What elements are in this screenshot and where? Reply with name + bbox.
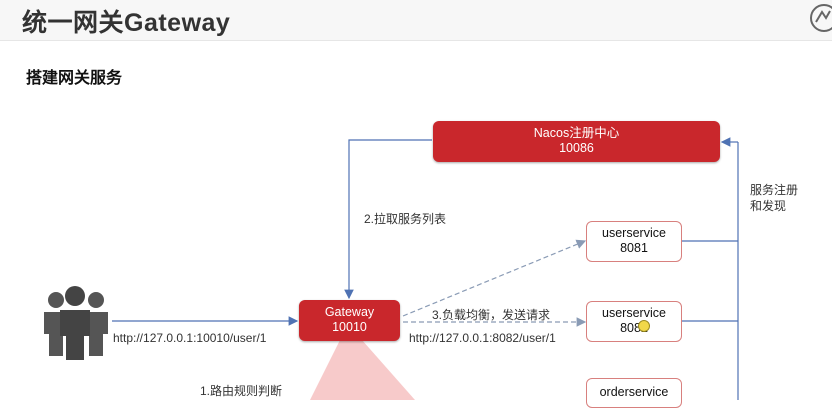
pull-list-label: 2.拉取服务列表 xyxy=(364,212,447,226)
userservice2-label: userservice xyxy=(602,306,666,320)
userservice1-port: 8081 xyxy=(620,241,648,255)
gateway-to-userservice1-dashed xyxy=(402,239,587,317)
page-title: 统一网关Gateway xyxy=(22,9,231,37)
nacos-label: Nacos注册中心 xyxy=(533,126,620,140)
nacos-node: Nacos注册中心 10086 xyxy=(433,121,720,162)
orderservice-node: orderservice xyxy=(586,378,682,408)
gateway-node: Gateway 10010 xyxy=(299,300,400,341)
section-subtitle: 搭建网关服务 xyxy=(26,70,123,87)
client-url-label: http://127.0.0.1:10010/user/1 xyxy=(113,331,267,345)
orderservice-label: orderservice xyxy=(599,385,669,399)
circle-logo-icon xyxy=(810,4,832,32)
discovery-label: 服务注册 和发现 xyxy=(750,182,798,214)
route-highlight-shape xyxy=(310,340,415,400)
discovery-label-line2: 和发现 xyxy=(750,199,787,213)
gateway-label: Gateway xyxy=(324,305,375,319)
userservice1-node: userservice 8081 xyxy=(586,221,682,262)
users-group-icon xyxy=(44,286,108,360)
route-judge-label: 1.路由规则判断 xyxy=(200,384,283,398)
discovery-label-line1: 服务注册 xyxy=(750,183,799,197)
userservice1-label: userservice xyxy=(602,226,666,240)
userservice2-port: 8082 xyxy=(620,321,648,335)
load-balance-label: 3.负载均衡，发送请求 xyxy=(432,308,551,322)
forward-url-label: http://127.0.0.1:8082/user/1 xyxy=(409,331,556,345)
mouse-cursor-icon xyxy=(638,320,650,332)
header-bar: 统一网关Gateway xyxy=(0,0,832,41)
gateway-port: 10010 xyxy=(332,320,367,334)
nacos-port: 10086 xyxy=(559,141,594,155)
userservice2-node: userservice 8082 xyxy=(586,301,682,342)
nacos-to-gateway-arrow xyxy=(344,139,432,300)
